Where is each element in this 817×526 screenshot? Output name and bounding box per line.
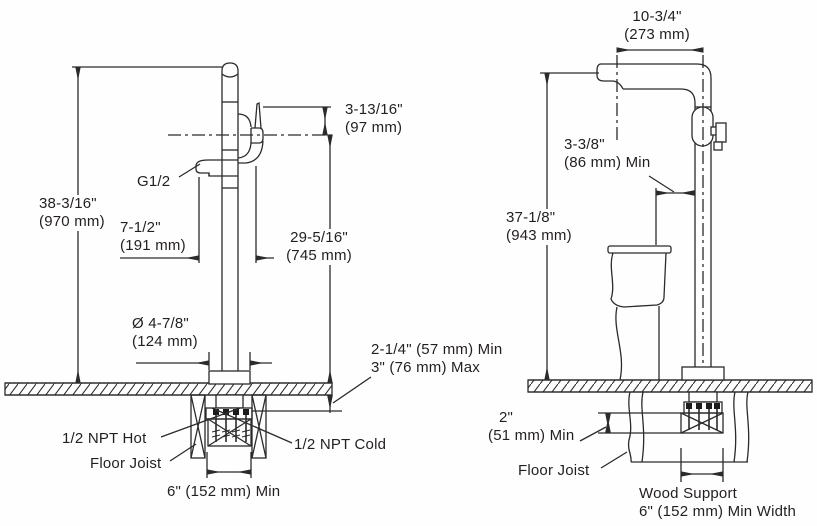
leader-lines-left <box>160 163 293 462</box>
floor-joists-left <box>190 394 267 459</box>
label-floor-joist-left: Floor Joist <box>90 455 162 472</box>
tub-silhouette <box>607 245 672 381</box>
floor-slab-left <box>4 382 333 396</box>
dim-label-overall-height-left: 38-3/16" (970 mm) <box>36 195 108 231</box>
handle-lever-side <box>237 101 264 164</box>
label-npt-hot: 1/2 NPT Hot <box>62 430 147 447</box>
leader-lines-right <box>600 451 628 469</box>
wood-support-right <box>680 403 724 434</box>
left-elevation-drawing <box>4 62 372 478</box>
right-elevation-drawing <box>527 47 813 482</box>
spout-side <box>195 159 238 177</box>
faucet-riser-side <box>221 62 239 383</box>
dim-label-support-width-left: 6" (152 mm) Min <box>167 483 281 500</box>
dim-label-spout-offset: 7-1/2" (191 mm) <box>120 219 186 254</box>
floor-joists-right <box>627 391 750 463</box>
label-npt-cold: 1/2 NPT Cold <box>294 436 387 453</box>
label-thread-g12: G1/2 <box>137 173 171 190</box>
dim-label-spout-centerline: 29-5/16" (745 mm) <box>274 229 364 265</box>
dim-label-floor-thickness: 2-1/4" (57 mm) Min 3" (76 mm) Max <box>371 341 503 376</box>
mounting-screws <box>686 403 720 409</box>
floor-slab-right <box>527 379 813 393</box>
dim-label-wood-support: Wood Support 6" (152 mm) Min Width <box>639 485 797 520</box>
dim-label-support-depth: 2" (51 mm) Min <box>488 409 575 444</box>
dim-label-handle-height: 3-13/16" (97 mm) <box>345 101 403 136</box>
dim-label-overall-height-right: 37-1/8" (943 mm) <box>503 209 575 245</box>
label-floor-joist-right: Floor Joist <box>518 462 590 479</box>
handle-front <box>710 122 727 151</box>
dim-label-tub-clearance: 3-3/8" (86 mm) Min <box>564 136 651 171</box>
mounting-screws <box>213 409 249 415</box>
floor-flange-right <box>681 366 725 414</box>
mounting-bracket-left <box>207 409 252 447</box>
dim-label-spout-reach: 10-3/4" (273 mm) <box>624 8 690 43</box>
dim-label-flange-diameter: Ø 4-7/8" (124 mm) <box>132 315 198 350</box>
faucet-front <box>596 55 727 375</box>
